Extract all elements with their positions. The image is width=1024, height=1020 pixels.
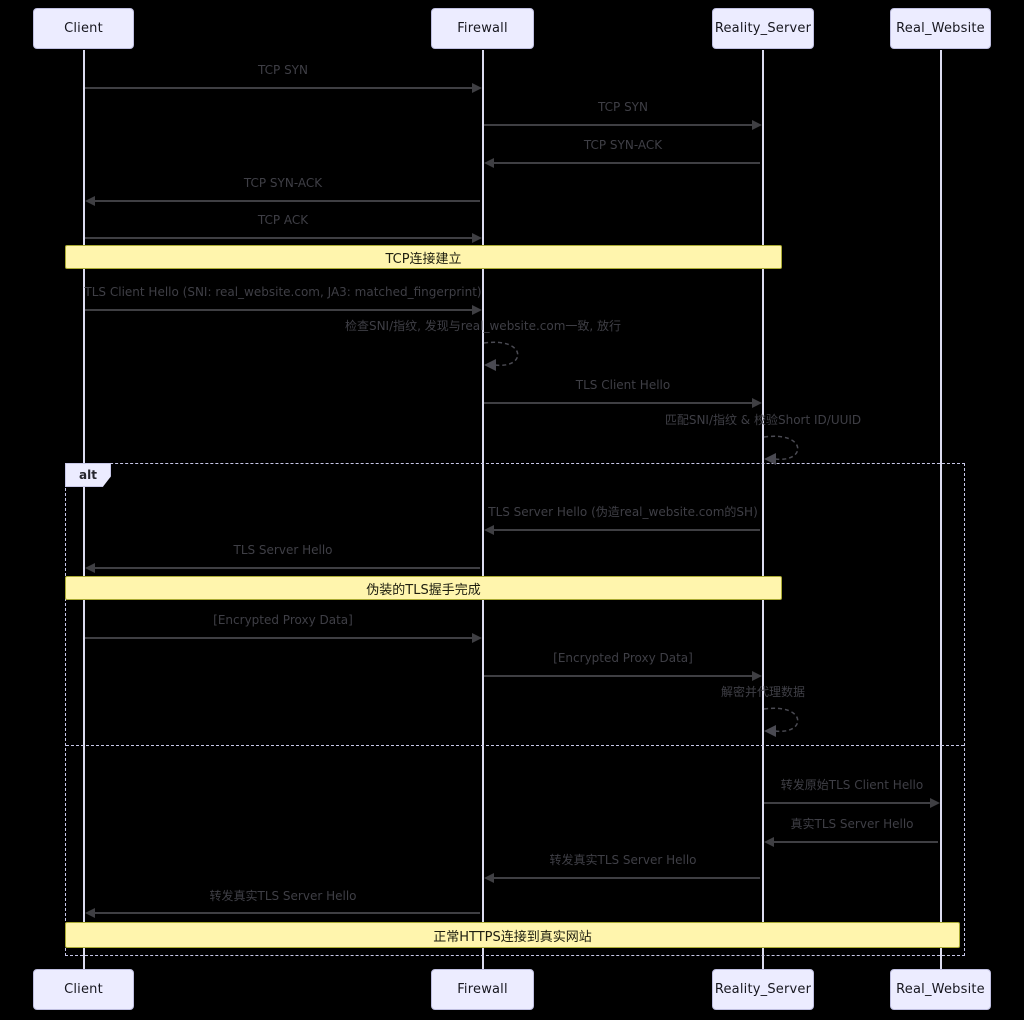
participant-reality-server-bottom: Reality_Server (712, 969, 814, 1010)
self-loop (483, 341, 519, 371)
message-label: TCP SYN (258, 63, 308, 77)
self-loop (763, 707, 799, 737)
message-label: TLS Server Hello (伪造real_website.com的SH) (488, 505, 758, 519)
note-label: 伪装的TLS握手完成 (366, 582, 481, 598)
lifeline-firewall (482, 50, 484, 969)
message-arrow (85, 305, 482, 315)
message-label: TCP SYN-ACK (583, 138, 663, 152)
arrowhead-right (472, 233, 482, 243)
participant-reality-server-top: Reality_Server (712, 8, 814, 49)
message-arrow (85, 563, 480, 573)
arrowhead-left (484, 158, 494, 168)
note-normal-https: 正常HTTPS连接到真实网站 (65, 922, 960, 948)
message-label: TLS Client Hello (SNI: real_website.com,… (84, 285, 482, 299)
participant-client-top: Client (33, 8, 134, 49)
message-arrow (764, 798, 940, 808)
message-label: [Encrypted Proxy Data] (553, 651, 693, 665)
message-label: TLS Server Hello (233, 543, 333, 557)
message-label: TCP ACK (257, 213, 309, 227)
participant-firewall-bottom: Firewall (431, 969, 534, 1010)
message-arrow (764, 837, 938, 847)
message-label: TCP SYN (598, 100, 648, 114)
lifeline-client (83, 50, 85, 969)
participant-firewall-top: Firewall (431, 8, 534, 49)
arrowhead-left (85, 196, 95, 206)
arrowhead-right (472, 305, 482, 315)
message-arrow (85, 196, 480, 206)
message-arrow (85, 633, 482, 643)
note-label: 正常HTTPS连接到真实网站 (433, 929, 592, 945)
alt-frame (65, 463, 965, 956)
arrowhead-left (85, 563, 95, 573)
message-arrow (85, 908, 480, 918)
message-arrow (484, 120, 762, 130)
message-label: 转发真实TLS Server Hello (549, 853, 697, 867)
self-message-label: 检查SNI/指纹, 发现与real_website.com一致, 放行 (344, 319, 622, 333)
arrowhead-right (752, 120, 762, 130)
arrowhead-right (472, 83, 482, 93)
message-arrow (484, 671, 762, 681)
arrowhead-left (764, 837, 774, 847)
self-loop (763, 435, 799, 465)
message-label: 真实TLS Server Hello (790, 817, 914, 831)
message-arrow (484, 525, 760, 535)
message-label: [Encrypted Proxy Data] (213, 613, 353, 627)
lifeline-reality-server (762, 50, 764, 969)
arrowhead-left (484, 873, 494, 883)
note-fake-tls-done: 伪装的TLS握手完成 (65, 576, 782, 600)
participant-real-website-bottom: Real_Website (890, 969, 991, 1010)
arrowhead-left (85, 908, 95, 918)
arrowhead-right (930, 798, 940, 808)
message-arrow (484, 873, 760, 883)
participant-client-bottom: Client (33, 969, 134, 1010)
message-label: TLS Client Hello (575, 378, 671, 392)
self-message-label: 解密并代理数据 (720, 685, 806, 699)
alt-frame-label: alt (65, 463, 111, 487)
message-arrow (85, 233, 482, 243)
message-arrow (484, 398, 762, 408)
arrowhead-left (484, 525, 494, 535)
participant-real-website-top: Real_Website (890, 8, 991, 49)
lifeline-real-website (940, 50, 942, 969)
arrowhead-right (752, 671, 762, 681)
alt-else-divider (66, 745, 964, 746)
message-label: TCP SYN-ACK (243, 176, 323, 190)
self-message-label: 匹配SNI/指纹 & 校验Short ID/UUID (664, 413, 862, 427)
arrowhead-right (752, 398, 762, 408)
message-label: 转发原始TLS Client Hello (780, 778, 924, 792)
note-tcp-established: TCP连接建立 (65, 245, 782, 269)
note-label: TCP连接建立 (385, 251, 462, 267)
message-arrow (85, 83, 482, 93)
message-arrow (484, 158, 760, 168)
message-label: 转发真实TLS Server Hello (209, 889, 357, 903)
arrowhead-right (472, 633, 482, 643)
